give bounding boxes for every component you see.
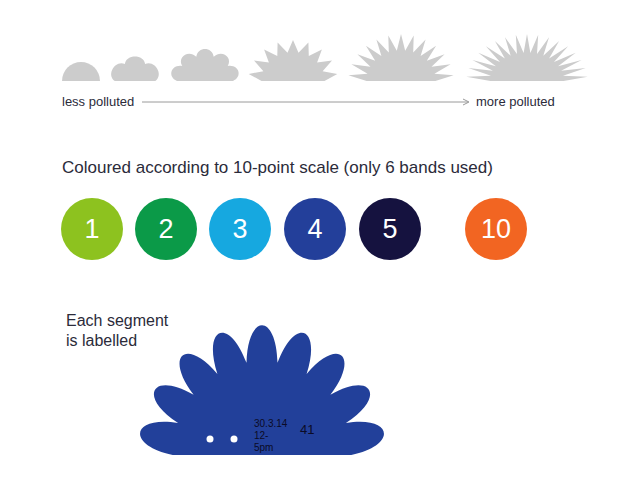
scale-circle: 2 xyxy=(135,198,197,260)
scale-circle: 1 xyxy=(61,198,123,260)
scale-number: 2 xyxy=(158,214,173,245)
marker-dot xyxy=(231,436,238,443)
segment-date: 30.3.14 12-5pm xyxy=(254,418,287,454)
scale-number: 5 xyxy=(382,214,397,245)
shape-level-4 xyxy=(248,40,338,81)
scale-circle: 5 xyxy=(359,198,421,260)
scale-end-label: more polluted xyxy=(476,94,555,110)
scale-circle: 10 xyxy=(465,198,527,260)
section-heading: Coloured according to 10-point scale (on… xyxy=(62,157,493,178)
segment-fill xyxy=(138,325,386,455)
scale-number: 4 xyxy=(307,214,322,245)
scale-number: 1 xyxy=(84,214,99,245)
shape-level-6 xyxy=(466,34,588,81)
scale-circle: 3 xyxy=(209,198,271,260)
shape-level-1 xyxy=(62,62,100,81)
annotation-note: Each segment is labelled xyxy=(66,311,178,351)
scale-number: 3 xyxy=(232,214,247,245)
scale-circle: 4 xyxy=(284,198,346,260)
shape-level-3 xyxy=(170,49,240,81)
scale-arrow-line xyxy=(142,102,468,103)
segment-value: 41 xyxy=(300,424,314,436)
scale-arrow-head xyxy=(463,99,469,105)
shape-level-5 xyxy=(348,34,454,81)
segment-shape: 30.3.14 12-5pm 41 xyxy=(130,305,395,457)
scale-number: 10 xyxy=(481,214,511,245)
shape-level-2 xyxy=(108,56,162,81)
scale-end-label: less polluted xyxy=(62,94,134,110)
marker-dot xyxy=(207,436,214,443)
